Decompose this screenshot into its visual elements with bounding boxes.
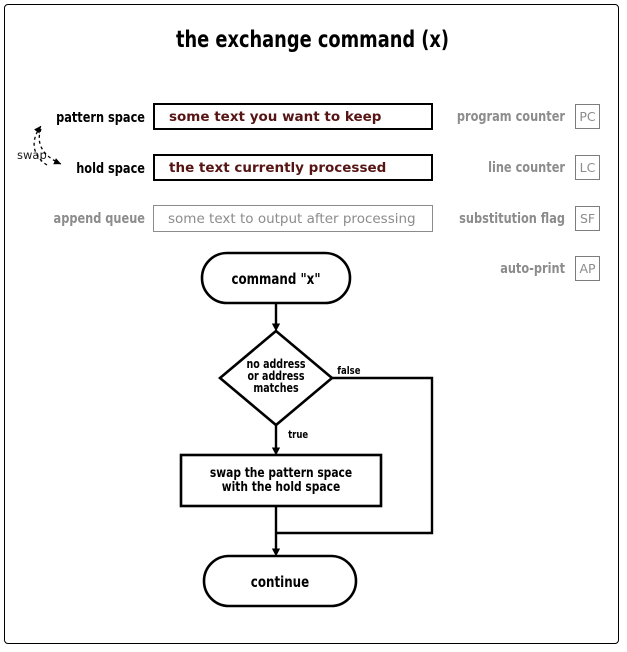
- register-badge-ap[interactable]: AP: [575, 256, 600, 281]
- register-label-program-counter: program counter: [456, 109, 565, 125]
- diagram-page: the exchange command (x) pattern space h…: [4, 4, 619, 644]
- flow-node-action-line1[interactable]: swap the pattern space: [209, 465, 353, 481]
- buffer-value-hold-space[interactable]: the text currently processed: [153, 154, 433, 181]
- buffer-value-pattern-space[interactable]: some text you want to keep: [153, 103, 433, 130]
- flow-node-end-label[interactable]: continue: [250, 573, 310, 591]
- flow-node-action-line2[interactable]: with the hold space: [221, 479, 341, 495]
- flowchart-canvas: [179, 251, 434, 608]
- flow-node-decision-line3: matches: [253, 381, 299, 395]
- page-title: the exchange command (x): [175, 27, 450, 53]
- register-label-substitution-flag: substitution flag: [459, 211, 565, 227]
- flow-node-decision-line2: or address: [247, 369, 305, 383]
- buffer-value-append-queue[interactable]: some text to output after processing: [153, 205, 433, 232]
- register-label-auto-print: auto-print: [500, 261, 565, 277]
- buffer-label-hold-space: hold space: [76, 161, 145, 177]
- flow-edge-label-false: false: [337, 365, 361, 377]
- flow-node-action-shape: [179, 453, 383, 508]
- flow-node-end-shape: [202, 554, 358, 608]
- register-badge-pc[interactable]: PC: [575, 104, 600, 129]
- buffer-label-append-queue: append queue: [53, 211, 145, 227]
- register-label-line-counter: line counter: [488, 160, 565, 176]
- register-badge-lc[interactable]: LC: [575, 155, 600, 180]
- buffer-label-pattern-space: pattern space: [56, 110, 145, 126]
- flow-edge-label-true: true: [288, 429, 309, 441]
- swap-label: swap: [17, 148, 47, 162]
- flow-node-start-label[interactable]: command "x": [231, 270, 321, 288]
- flow-node-decision-line1: no address: [246, 357, 306, 371]
- register-badge-sf[interactable]: SF: [575, 206, 600, 231]
